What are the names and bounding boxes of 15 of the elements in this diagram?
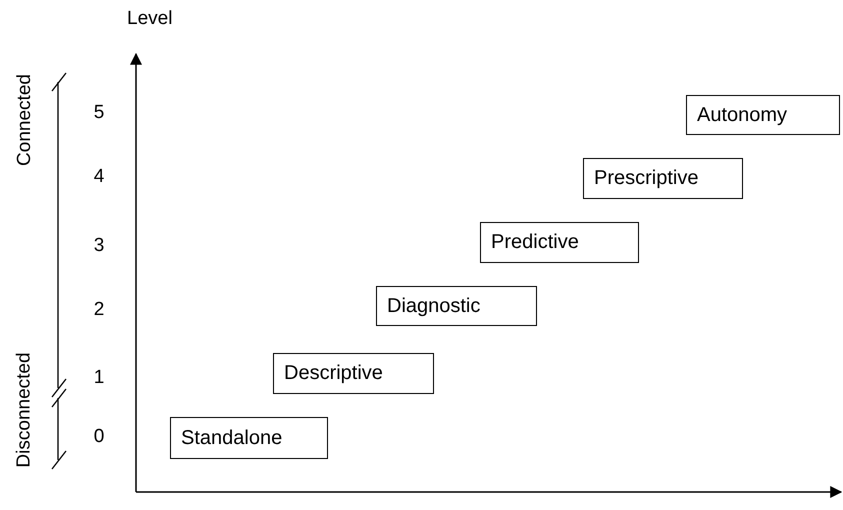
stage-box: Standalone <box>170 417 328 459</box>
stage-box: Descriptive <box>273 353 434 394</box>
stage-box: Autonomy <box>686 95 840 135</box>
range-label: Disconnected <box>14 352 36 468</box>
level-number: 1 <box>94 367 104 389</box>
level-number: 0 <box>94 426 104 448</box>
stage-box: Predictive <box>480 222 639 263</box>
level-number: 2 <box>94 299 104 321</box>
range-label: Connected <box>14 74 36 166</box>
stage-box: Prescriptive <box>583 158 743 199</box>
stage-box: Diagnostic <box>376 286 537 326</box>
axis-title: Level <box>127 8 172 30</box>
level-number: 4 <box>94 166 104 188</box>
level-number: 3 <box>94 235 104 257</box>
level-number: 5 <box>94 102 104 124</box>
